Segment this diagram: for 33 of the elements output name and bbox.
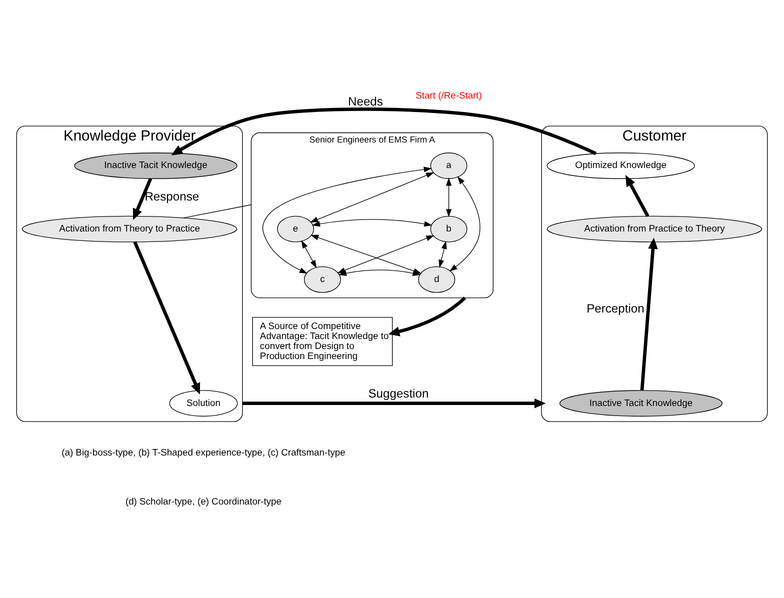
arrow <box>640 238 658 390</box>
arrow <box>446 178 452 218</box>
edge-label: Response <box>144 189 200 204</box>
node-box: A Source of Competitive Advantage: Tacit Knowledge to convert from Design to Production Engineering <box>252 316 393 366</box>
node-ellipse: c <box>304 266 341 293</box>
arrow <box>301 240 317 268</box>
arrow <box>132 178 152 220</box>
node-ellipse: e <box>277 216 314 242</box>
arrow <box>388 296 466 336</box>
label: (d) Scholar-type, (e) Coordinator-type <box>125 496 282 507</box>
arrow <box>310 172 434 223</box>
arrow <box>625 174 650 217</box>
connector <box>183 204 252 218</box>
node-ellipse: Activation from Practice to Theory <box>546 216 762 242</box>
node-ellipse: d <box>418 266 456 293</box>
node-ellipse: Solution <box>169 390 238 417</box>
arrow <box>133 241 200 394</box>
arrow <box>171 108 597 156</box>
node-ellipse: Inactive Tacit Knowledge <box>559 390 723 417</box>
label: Start (/Re-Start) <box>416 89 482 100</box>
arrow <box>438 240 447 268</box>
node-ellipse: Inactive Tacit Knowledge <box>74 152 238 179</box>
edge-label: Suggestion <box>368 386 429 401</box>
label: (a) Big-boss-type, (b) T-Shaped experience-type, (c) Craftsman-type <box>62 446 346 458</box>
node-ellipse: Activation from Theory to Practice <box>22 216 238 242</box>
arrow <box>312 219 432 227</box>
arrow <box>242 398 546 408</box>
node-ellipse: Optimized Knowledge <box>546 152 695 179</box>
edge-label: Needs <box>348 94 383 109</box>
arrow <box>449 176 480 272</box>
node-ellipse: a <box>430 152 468 179</box>
edge-label: Perception <box>586 301 644 316</box>
node-ellipse: b <box>430 216 468 242</box>
